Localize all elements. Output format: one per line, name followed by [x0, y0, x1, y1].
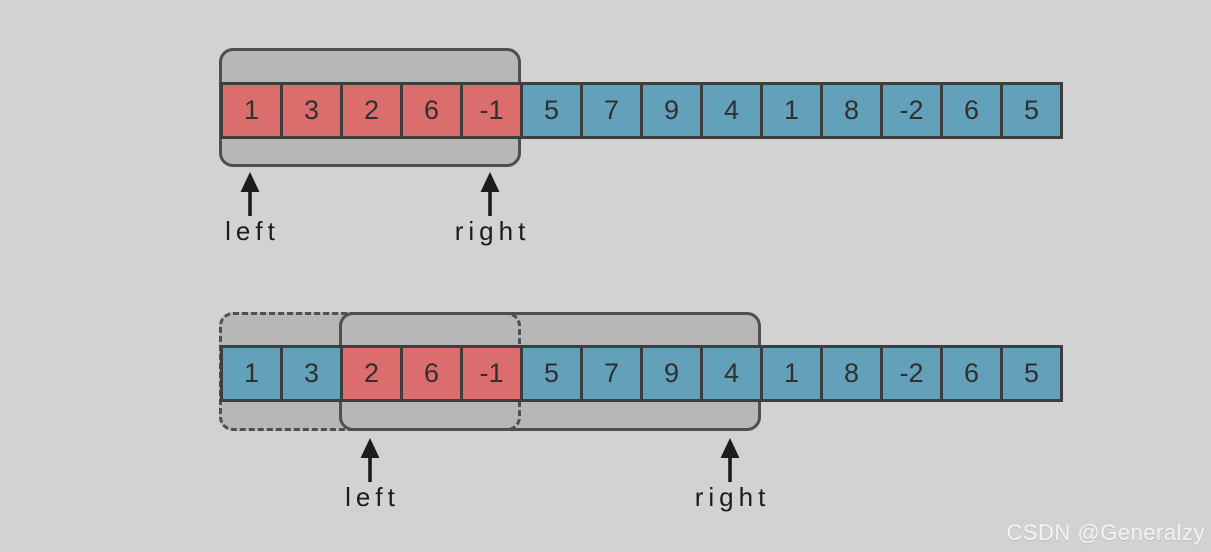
array-cell: 7 [580, 345, 643, 402]
window-frame [219, 48, 521, 167]
array-cell: 9 [640, 82, 703, 139]
array-cell: 5 [520, 82, 583, 139]
pointer-label-right: right [694, 482, 771, 512]
pointer-label-left: left [345, 482, 400, 512]
pointer-label-left: left [225, 216, 280, 246]
array-cell: 2 [340, 82, 403, 139]
array-cell: 8 [820, 345, 883, 402]
array-cell: 4 [700, 82, 763, 139]
array-cell: 1 [760, 345, 823, 402]
array-cell: 5 [1000, 82, 1063, 139]
array-cell: 4 [700, 345, 763, 402]
pointer-label-right: right [454, 216, 531, 246]
array-cell: 1 [760, 82, 823, 139]
array-cell: 6 [400, 345, 463, 402]
array-cell: 3 [280, 345, 343, 402]
array-cell: 6 [400, 82, 463, 139]
array-cell: 5 [1000, 345, 1063, 402]
array-cell: -1 [460, 345, 523, 402]
array-cell: 9 [640, 345, 703, 402]
up-arrow-icon [236, 172, 264, 216]
array-cell: 1 [220, 345, 283, 402]
array-cell: 6 [940, 345, 1003, 402]
array-cell: 2 [340, 345, 403, 402]
up-arrow-icon [356, 438, 384, 482]
array-cell: 6 [940, 82, 1003, 139]
array-cell: 3 [280, 82, 343, 139]
array-cell: 8 [820, 82, 883, 139]
array-cell: -1 [460, 82, 523, 139]
previous-window-fill [219, 312, 521, 431]
window-frame [339, 312, 761, 431]
up-arrow-icon [716, 438, 744, 482]
watermark: CSDN @Generalzy [1006, 520, 1205, 545]
array-cell: 5 [520, 345, 583, 402]
array-cell: 1 [220, 82, 283, 139]
array-cell: -2 [880, 82, 943, 139]
array-cell: -2 [880, 345, 943, 402]
up-arrow-icon [476, 172, 504, 216]
previous-window-frame-dashed [219, 312, 521, 431]
array-cell: 7 [580, 82, 643, 139]
